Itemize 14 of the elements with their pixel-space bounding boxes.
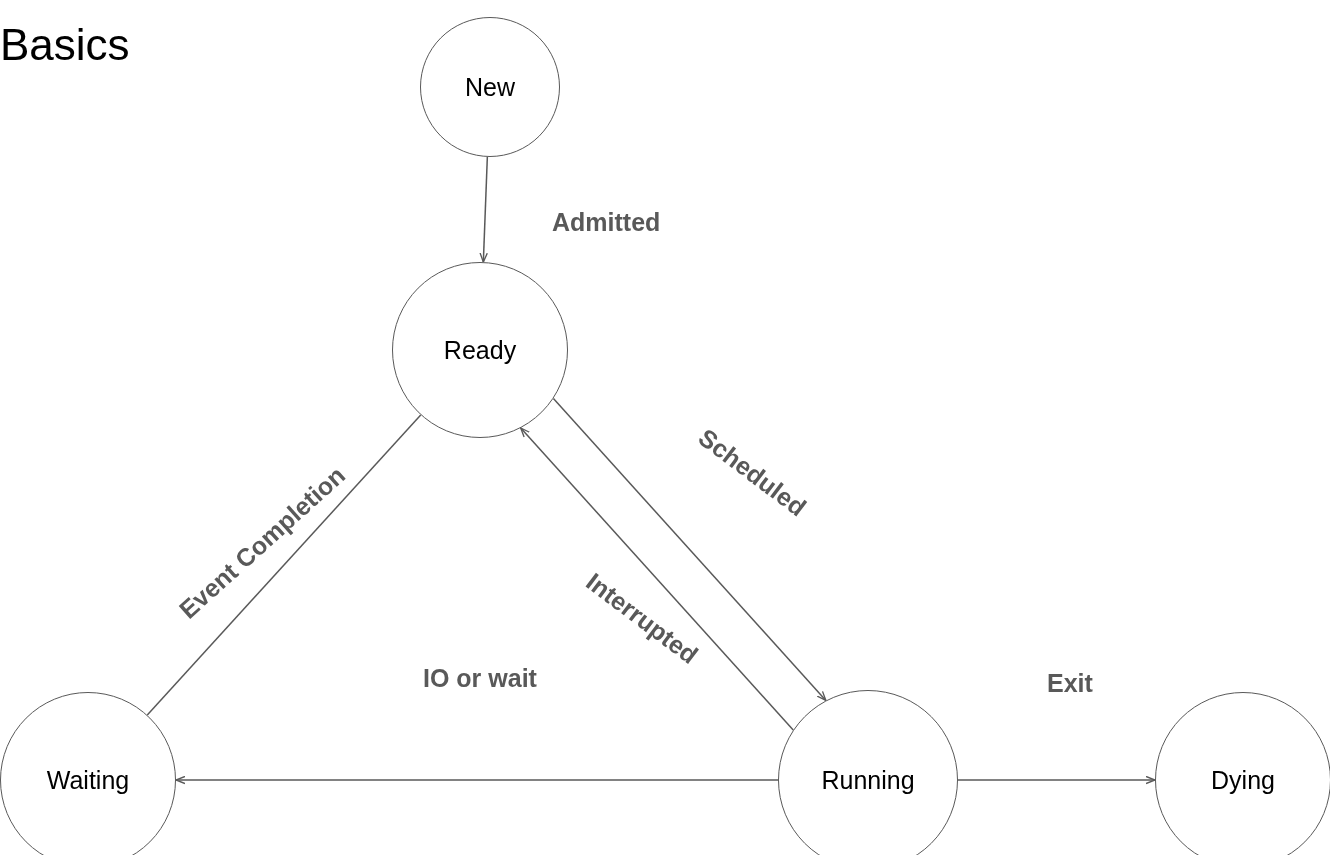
arrow <box>175 775 779 785</box>
state-name: Ready <box>443 335 517 365</box>
title: Basics <box>0 20 130 70</box>
arrow <box>957 775 1156 785</box>
state-name: Waiting <box>46 765 130 795</box>
state-name: Running <box>821 765 915 795</box>
arrow <box>552 397 827 702</box>
edge-label: Admitted <box>552 207 661 237</box>
state-name: New <box>465 72 515 102</box>
arrow <box>520 427 794 731</box>
arrow <box>479 156 489 263</box>
edge-label: IO or wait <box>423 663 537 693</box>
edge-label: Exit <box>1047 668 1093 698</box>
state-name: Dying <box>1211 765 1275 795</box>
